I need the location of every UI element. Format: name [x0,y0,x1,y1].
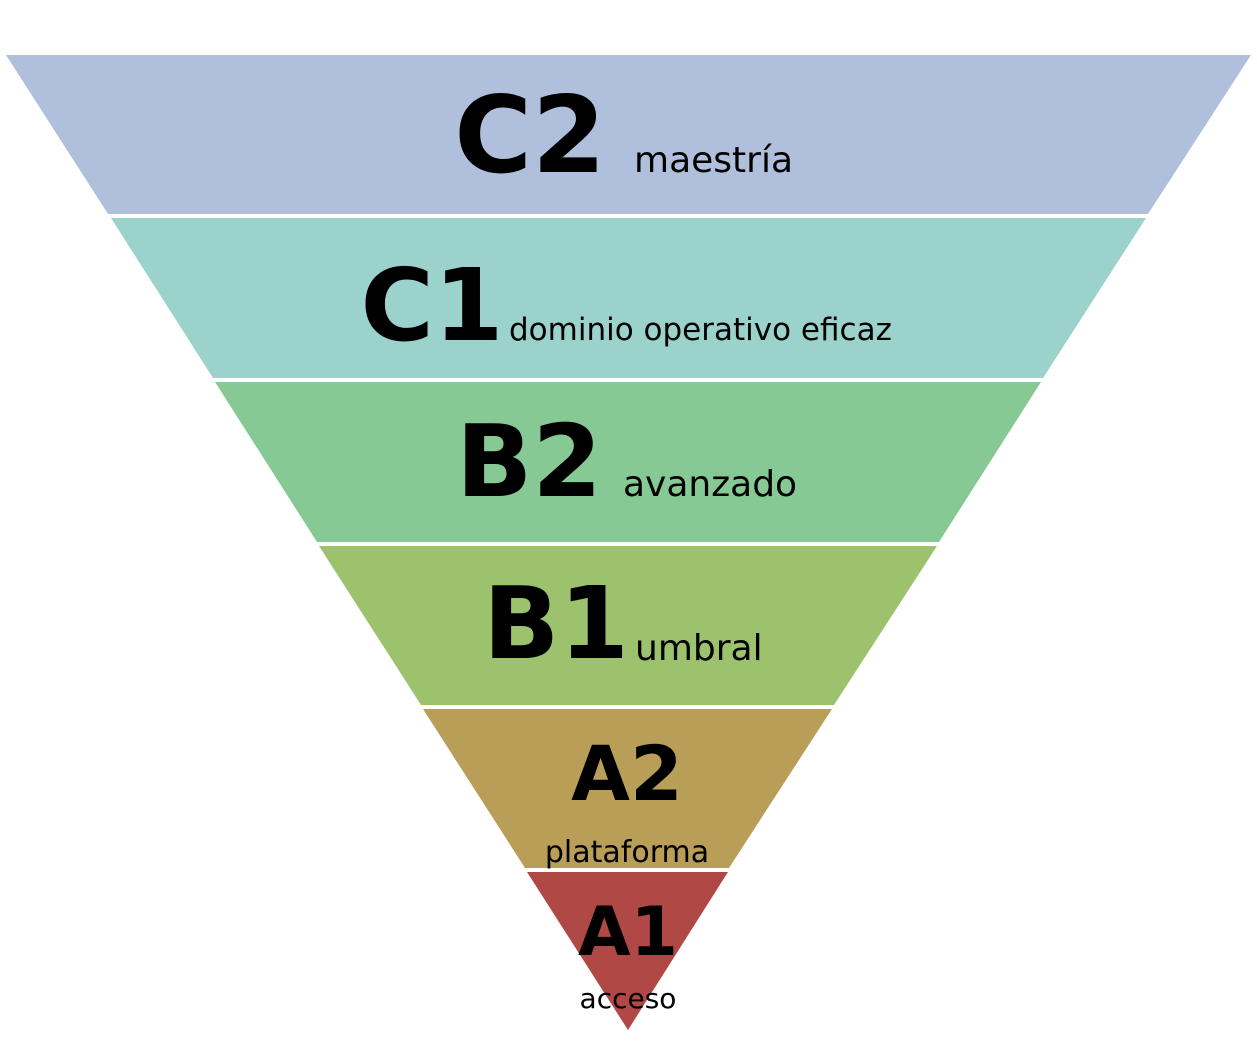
level-b1: B1 umbral [319,546,937,705]
level-c2-code: C2 [454,74,606,197]
level-a2-name: plataforma [545,835,709,870]
level-a1: A1 acceso [527,872,728,1030]
level-c2-name: maestría [634,140,793,181]
level-b1-name: umbral [635,628,763,669]
level-c2: C2 maestría [6,55,1251,214]
level-a2: A2 plataforma [423,709,832,870]
level-c1-band [111,218,1146,378]
level-a2-code: A2 [571,729,683,818]
level-a1-band [527,872,728,1030]
level-a1-code: A1 [578,893,678,972]
level-c1-name: dominio operativo eficaz [509,312,892,348]
level-b2-band [215,382,1041,542]
level-b1-code: B1 [483,565,629,682]
level-b2-name: avanzado [623,464,797,505]
level-b2: B2 avanzado [215,382,1041,542]
level-b2-code: B2 [456,403,602,520]
level-a1-name: acceso [580,982,677,1015]
level-a2-band [423,709,832,868]
level-c1-code: C1 [361,247,504,364]
level-c1: C1 dominio operativo eficaz [111,218,1146,378]
level-c2-band [6,55,1251,214]
level-b1-band [319,546,937,705]
